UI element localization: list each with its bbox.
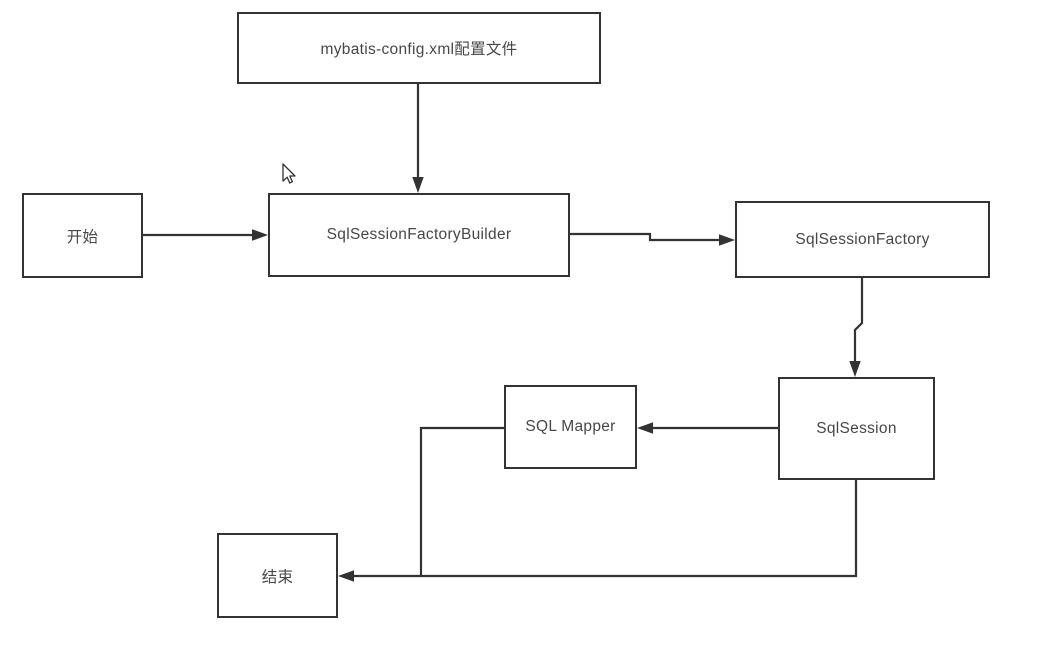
arrowhead-factory-left: [719, 234, 735, 246]
node-sql-mapper-label: SQL Mapper: [525, 418, 616, 435]
arrowhead-mapper-right: [637, 422, 653, 434]
mouse-cursor-icon: [282, 163, 296, 184]
arrowhead-session-top: [849, 361, 861, 377]
node-end-label: 结束: [261, 568, 294, 586]
node-sqlsession-label: SqlSession: [816, 419, 897, 437]
edge-factory-to-session: [853, 278, 864, 363]
node-end: 结束: [217, 533, 338, 618]
edge-builder-to-factory: [570, 232, 721, 242]
arrowhead-end-right: [338, 570, 354, 582]
node-sqlsessionfactory-label: SqlSessionFactory: [795, 230, 930, 248]
node-config-file-label: mybatis-config.xml配置文件: [320, 41, 518, 58]
node-sqlsession: SqlSession: [778, 377, 935, 480]
node-sqlsessionfactorybuilder: SqlSessionFactoryBuilder: [268, 193, 570, 277]
edge-mapper-to-end: [419, 426, 504, 576]
node-sql-mapper: SQL Mapper: [504, 385, 637, 469]
node-start-label: 开始: [66, 228, 99, 246]
arrowhead-builder-top: [412, 177, 424, 193]
node-sqlsessionfactorybuilder-label: SqlSessionFactoryBuilder: [326, 226, 512, 243]
node-sqlsessionfactory: SqlSessionFactory: [735, 201, 990, 278]
edge-session-to-end: [353, 480, 858, 578]
node-config-file: mybatis-config.xml配置文件: [237, 12, 601, 84]
node-start: 开始: [22, 193, 143, 278]
arrowhead-builder-left: [252, 229, 268, 241]
